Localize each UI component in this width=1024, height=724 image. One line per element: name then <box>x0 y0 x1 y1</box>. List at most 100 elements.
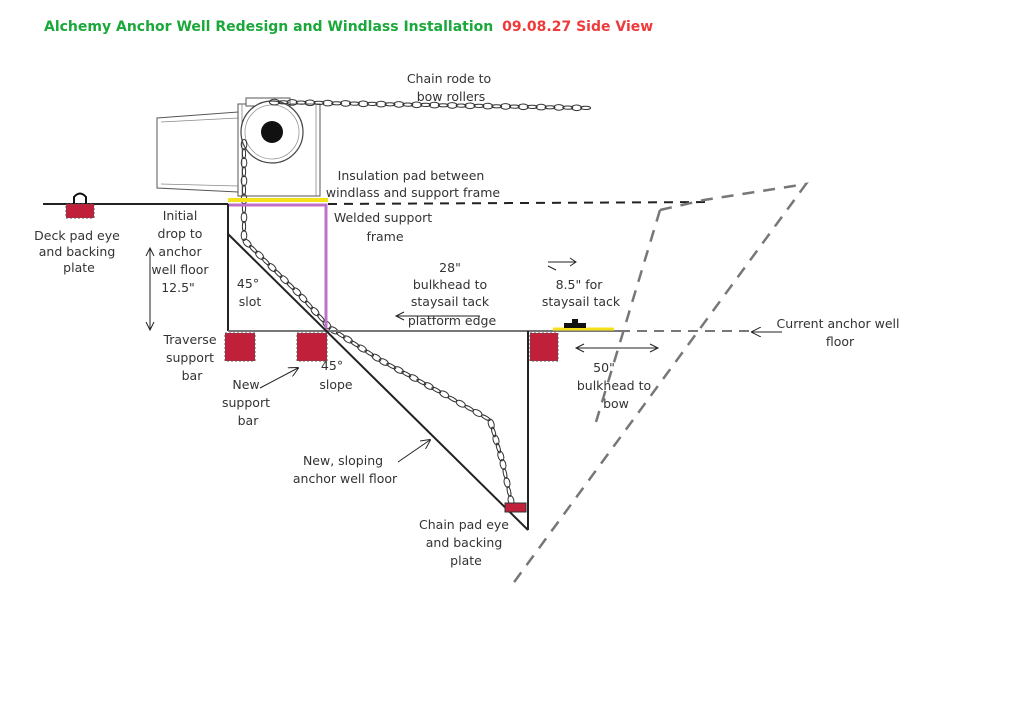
diagram-title: Alchemy Anchor Well Redesign and Windlas… <box>44 19 653 35</box>
chain-link <box>310 306 320 317</box>
chain-link <box>428 101 440 109</box>
chain-link <box>279 275 289 285</box>
chain-link <box>242 238 252 248</box>
chain-link <box>402 102 414 107</box>
chain-link <box>328 326 339 335</box>
chain-link <box>503 477 511 488</box>
new-sloping-floor <box>227 233 529 531</box>
chain-link <box>268 98 280 106</box>
label-45-slope: 45° slope <box>319 358 353 392</box>
chain-link <box>411 101 423 109</box>
chain-link <box>298 293 308 303</box>
label-bulkhead-50: 50" bulkhead to bow <box>577 360 655 411</box>
chain-link <box>393 101 405 108</box>
chain-link <box>473 103 485 109</box>
chain-link <box>455 103 467 108</box>
chain-link <box>517 103 529 111</box>
chain-link <box>386 362 397 370</box>
chain-link <box>487 418 495 430</box>
chain-link <box>295 100 307 105</box>
chain-link <box>375 100 387 108</box>
chain-link <box>304 300 314 310</box>
staysail-tack-icon <box>564 323 586 328</box>
chain-link <box>364 349 375 357</box>
chain-link <box>571 104 583 112</box>
chain-link <box>580 105 592 111</box>
chain-link <box>304 99 316 107</box>
chain-rode-top <box>268 98 592 112</box>
chain-link <box>335 331 346 339</box>
chain-link <box>313 100 325 106</box>
chain-link <box>240 211 248 223</box>
chain-link <box>526 104 538 110</box>
label-new-support: New support bar <box>222 377 274 428</box>
new-support-pointer <box>259 368 298 389</box>
chain-link <box>286 281 295 290</box>
chain-link <box>286 99 298 106</box>
chain-link <box>408 374 419 382</box>
chain-link <box>562 105 574 110</box>
chain-link <box>508 104 520 109</box>
label-chain-pad: Chain pad eye and backing plate <box>419 517 513 568</box>
label-new-floor: New, sloping anchor well floor <box>293 453 398 486</box>
chain-link <box>491 104 503 109</box>
chain-link <box>495 442 502 454</box>
gypsy-hub-icon <box>261 121 283 143</box>
chain-link <box>480 414 491 422</box>
label-chain-rode: Chain rode to bow rollers <box>407 71 495 104</box>
chain-link <box>292 287 302 297</box>
chain-link <box>241 166 247 178</box>
chain-link <box>416 378 427 386</box>
chain-link <box>316 313 326 323</box>
label-deck-pad: Deck pad eye and backing plate <box>34 228 124 275</box>
chain-link <box>437 103 449 108</box>
chain-link <box>490 426 497 438</box>
chain-link <box>423 382 434 390</box>
chain-link <box>393 366 404 374</box>
welded-support-frame <box>228 203 328 330</box>
chain-link <box>277 100 289 105</box>
chain-link <box>357 344 368 353</box>
deck-pad-eye <box>65 192 95 219</box>
chain-link <box>342 335 353 344</box>
deck-line-dashed <box>327 201 711 205</box>
chain-link <box>420 102 432 108</box>
chain-link <box>241 184 247 196</box>
title-main: Alchemy Anchor Well Redesign and Windlas… <box>44 19 494 35</box>
chain-link <box>464 102 476 110</box>
chain-link <box>497 450 505 462</box>
chain-link <box>240 230 248 241</box>
chain-link <box>544 105 556 110</box>
chain-link <box>357 100 369 108</box>
chain-link <box>267 262 277 273</box>
label-initial-drop: Initial drop to anchor well floor 12.5" <box>151 208 212 295</box>
chain-link <box>502 468 508 479</box>
new-support-bar <box>296 332 328 362</box>
chain-link <box>401 370 412 378</box>
chain-link <box>255 250 265 260</box>
chain-link <box>366 101 378 107</box>
label-45-slot: 45° slot <box>237 276 263 309</box>
chain-link <box>535 103 547 111</box>
chain-link <box>322 99 334 107</box>
chain-rode-slope <box>242 238 515 506</box>
chain-link <box>431 386 442 394</box>
chain-link <box>384 102 396 107</box>
windlass <box>156 97 321 197</box>
new-floor-pointer <box>397 440 430 463</box>
chain-pad-eye <box>504 502 527 513</box>
chain-link <box>273 269 283 278</box>
label-insulation: Insulation pad between windlass and supp… <box>326 168 501 200</box>
chain-link <box>378 358 389 366</box>
hull-outline-inner <box>594 209 662 423</box>
chain-link <box>340 100 352 107</box>
label-current-floor: Current anchor well floor <box>777 316 904 349</box>
chain-link <box>499 459 507 470</box>
label-traverse: Traverse support bar <box>162 332 220 383</box>
label-bulkhead-28: 28" bulkhead to staysail tack platform e… <box>408 260 497 328</box>
chain-link <box>492 434 500 446</box>
chain-link <box>241 220 247 232</box>
chain-link <box>240 139 248 150</box>
chain-link <box>249 245 258 254</box>
title-date: 09.08.27 Side View <box>502 19 654 35</box>
